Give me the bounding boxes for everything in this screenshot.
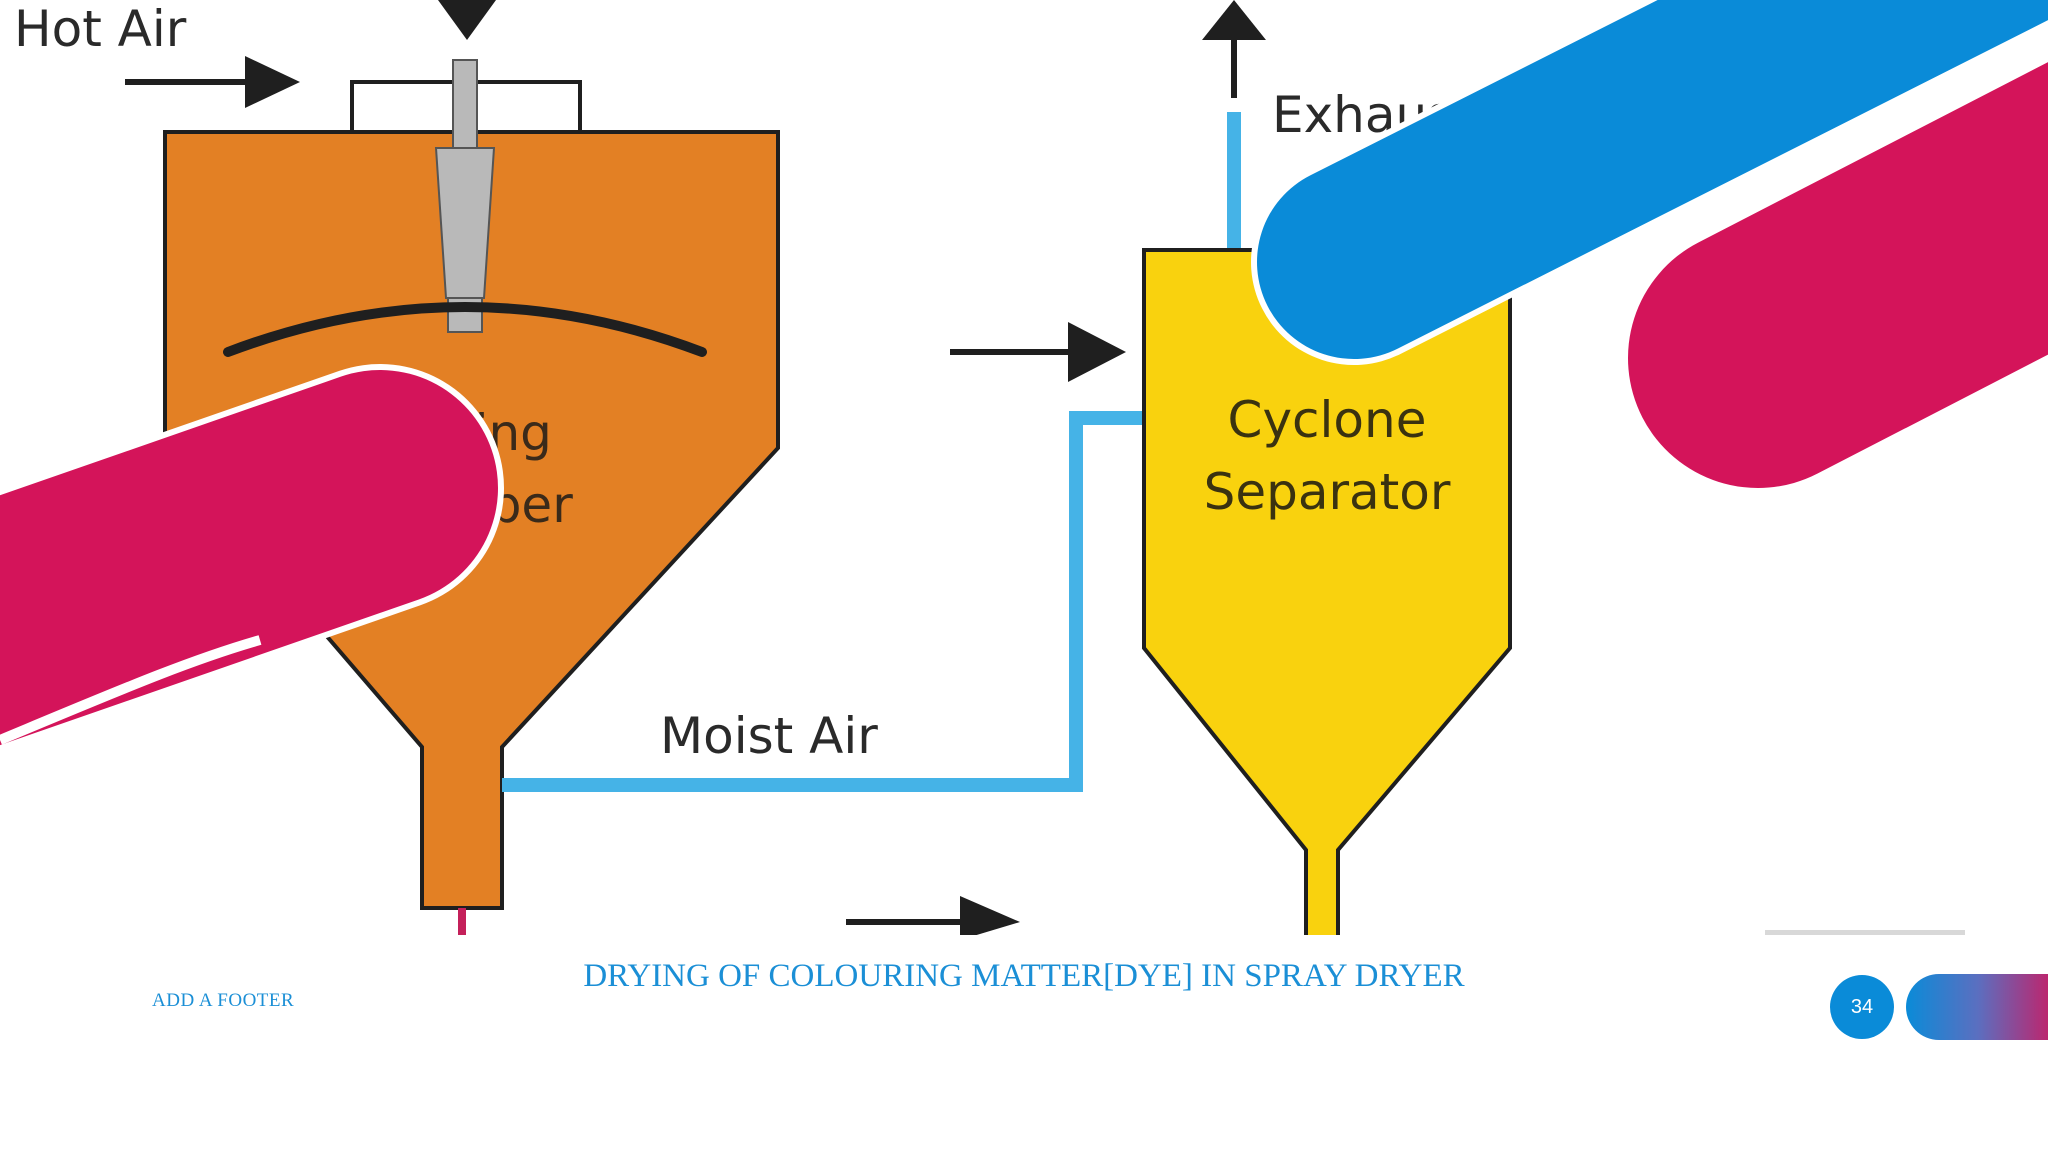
cyclone-label-line1: Cyclone: [1228, 391, 1427, 449]
moist-air-pipe: [502, 411, 1144, 792]
decor-pill-magenta-right: [1628, 62, 2048, 488]
decor-pill-magenta-left: [0, 364, 504, 752]
page-number-badge: 34: [1830, 975, 1894, 1039]
slide-title: DRYING OF COLOURING MATTER[DYE] IN SPRAY…: [583, 958, 1465, 994]
feed-arrow-icon: [438, 0, 496, 40]
bottom-arrow: [846, 896, 1020, 940]
cyclone-label-line2: Separator: [1204, 463, 1451, 521]
footer-gradient-bar: [1906, 974, 2048, 1040]
footer-panel: [0, 935, 2048, 1152]
hot-air-label: Hot Air: [14, 0, 187, 58]
hot-air-arrow: [125, 56, 300, 108]
exhaust-arrow: [1202, 0, 1266, 98]
footer-text: ADD A FOOTER: [152, 990, 295, 1011]
decor-pill-blue: [1251, 0, 2048, 365]
cyclone-inlet-arrow: [950, 322, 1126, 382]
spray-arc: [223, 302, 707, 357]
moist-air-label: Moist Air: [660, 707, 878, 765]
atomizer-nozzle: [434, 59, 496, 333]
page-number: 34: [1850, 995, 1874, 1018]
